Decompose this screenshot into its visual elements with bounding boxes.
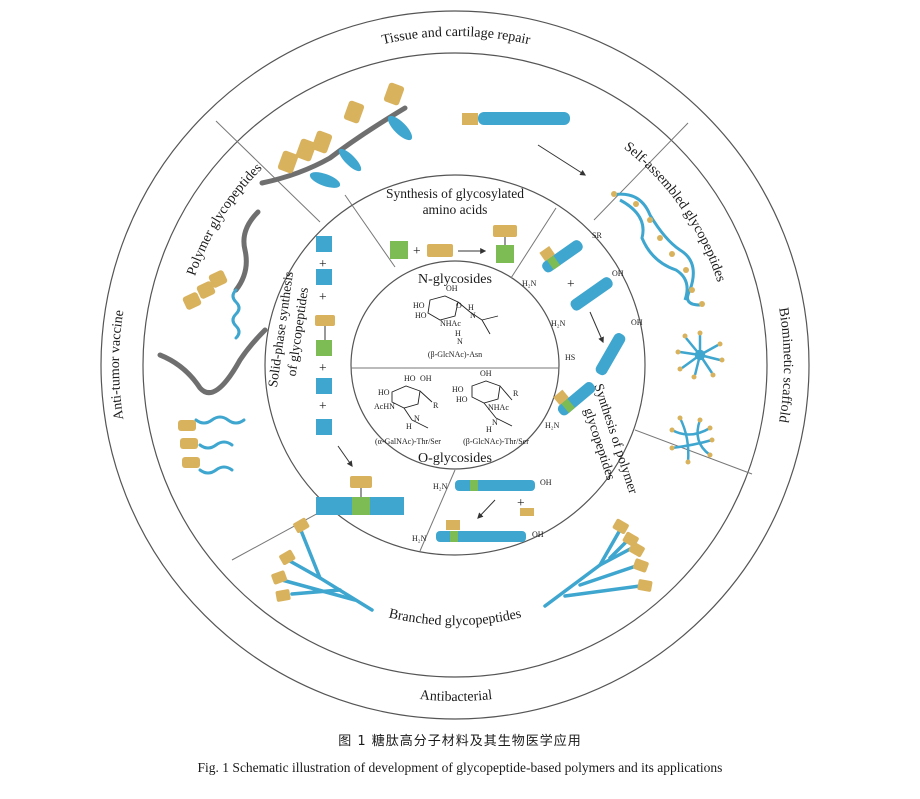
svg-text:NHAc: NHAc	[488, 403, 509, 412]
svg-text:H₂N: H₂N	[433, 482, 448, 491]
glycosylation-scheme: +	[390, 225, 517, 263]
bottom-coupling-scheme: H₂N OH + H₂N OH	[412, 478, 552, 543]
svg-text:HO: HO	[378, 388, 390, 397]
svg-text:+: +	[319, 360, 327, 375]
peptide-rod	[462, 112, 587, 176]
svg-text:+: +	[517, 495, 525, 510]
o-glycoside-structure-1	[391, 385, 433, 429]
o-glycoside-structure-2	[471, 380, 513, 427]
synthesis-dividers	[344, 194, 557, 552]
label-antibacterial: Antibacterial	[419, 688, 493, 705]
product-amino-acid	[496, 245, 514, 263]
fiber-network	[671, 417, 713, 463]
svg-text:Branched glycopeptides: Branched glycopeptides	[387, 607, 522, 630]
svg-text:HO: HO	[456, 395, 468, 404]
polymer-left-sugars	[178, 270, 228, 468]
svg-text:SR: SR	[592, 231, 602, 240]
svg-text:H₂N: H₂N	[551, 319, 566, 328]
svg-text:N: N	[470, 311, 476, 320]
n-glycoside-atoms: OH HO HO O H N NHAc H N	[413, 284, 476, 346]
svg-text:H: H	[468, 303, 474, 312]
outer-ring	[100, 10, 810, 720]
svg-text:OH: OH	[612, 269, 624, 278]
n-glycoside-structure	[427, 295, 499, 335]
polymer-chain-left	[157, 209, 268, 475]
svg-text:Anti-tumor vaccine: Anti-tumor vaccine	[108, 309, 127, 421]
svg-text:Antibacterial: Antibacterial	[419, 688, 493, 705]
svg-text:HO: HO	[452, 385, 464, 394]
label-branched-glycopeptides: Branched glycopeptides	[387, 607, 522, 630]
branched-right-tips	[612, 518, 653, 592]
svg-text:OH: OH	[480, 369, 492, 378]
fiber-network-tips	[669, 415, 715, 465]
svg-text:+: +	[319, 398, 327, 413]
svg-text:R: R	[513, 389, 519, 398]
svg-text:HO: HO	[415, 311, 427, 320]
product-sugar	[493, 225, 517, 237]
svg-text:O: O	[456, 301, 462, 310]
svg-text:OH: OH	[532, 530, 544, 539]
o-glycoside-atoms-1: HO OH HO AcHN R N H	[374, 374, 439, 431]
center-circle	[350, 260, 560, 470]
svg-text:NHAc: NHAc	[440, 319, 461, 328]
svg-text:R: R	[433, 401, 439, 410]
svg-text:OH: OH	[631, 318, 643, 327]
application-ring	[142, 52, 768, 678]
svg-text:HO: HO	[413, 301, 425, 310]
svg-text:AcHN: AcHN	[374, 402, 395, 411]
svg-text:H₂N: H₂N	[545, 421, 560, 430]
svg-text:HO: HO	[404, 374, 416, 383]
svg-text:OH: OH	[420, 374, 432, 383]
glycopeptide-diagram: Tissue and cartilage repair Biomimetic s…	[100, 10, 810, 720]
label-self-assembled: Self-assembled glycopeptides	[618, 132, 738, 287]
svg-text:H: H	[406, 422, 412, 431]
micelle-1	[679, 335, 721, 376]
structure-ring	[264, 174, 646, 556]
figure-caption-chinese: 图 1 糖肽高分子材料及其生物医学应用	[338, 734, 582, 749]
svg-text:N: N	[492, 418, 498, 427]
svg-text:H: H	[455, 329, 461, 338]
plus-sign: +	[413, 243, 421, 258]
svg-text:HS: HS	[565, 353, 575, 362]
svg-text:N: N	[457, 337, 463, 346]
svg-text:Self-assembled glycopeptides: Self-assembled glycopeptides	[618, 132, 738, 287]
svg-text:+: +	[319, 289, 327, 304]
o-glycoside-caption-1: (α-GalNAc)-Thr/Ser	[375, 437, 441, 446]
green-amino-acid	[390, 241, 408, 259]
branched-left	[280, 526, 374, 612]
o-glycosides-title: O-glycosides	[418, 451, 492, 466]
svg-text:N: N	[414, 414, 420, 423]
solid-phase-scheme: + + + +	[315, 236, 404, 515]
label-anti-tumor-vaccine: Anti-tumor vaccine	[108, 309, 127, 421]
helix-gold-tips	[611, 191, 705, 307]
branched-left-tips	[271, 517, 310, 602]
micelle-1-tips	[675, 330, 725, 380]
label-glycosylated-2: amino acids	[423, 202, 488, 217]
concentric-rings	[100, 10, 810, 720]
helical-assembly	[611, 192, 701, 307]
label-tissue-repair: Tissue and cartilage repair	[381, 25, 532, 48]
svg-text:OH: OH	[540, 478, 552, 487]
svg-text:H₂N: H₂N	[522, 279, 537, 288]
gold-sugar	[427, 244, 453, 257]
o-glycoside-caption-2: (β-GlcNAc)-Thr/Ser	[463, 437, 529, 446]
svg-text:H: H	[486, 425, 492, 434]
figure-caption-english: Fig. 1 Schematic illustration of develop…	[197, 760, 723, 775]
svg-text:H₂N: H₂N	[412, 534, 427, 543]
svg-text:Tissue and cartilage repair: Tissue and cartilage repair	[381, 25, 532, 48]
n-glycoside-caption: (β-GlcNAc)-Asn	[428, 350, 482, 359]
o-glycoside-atoms-2: OH HO HO NHAc R N H	[452, 369, 519, 434]
svg-text:OH: OH	[446, 284, 458, 293]
label-glycosylated-1: Synthesis of glycosylated	[386, 186, 524, 201]
polymer-glycopeptide-top	[259, 82, 413, 188]
svg-text:+: +	[319, 256, 327, 271]
branched-right	[543, 528, 642, 608]
label-biomimetic-scaffold: Biomimetic scaffold	[775, 306, 795, 423]
svg-text:+: +	[567, 276, 575, 291]
polymer-synthesis-scheme: SR H₂N + OH H₂N HS OH H₂N	[522, 231, 643, 430]
svg-text:Biomimetic scaffold: Biomimetic scaffold	[775, 306, 795, 423]
n-glycosides-title: N-glycosides	[418, 272, 492, 287]
